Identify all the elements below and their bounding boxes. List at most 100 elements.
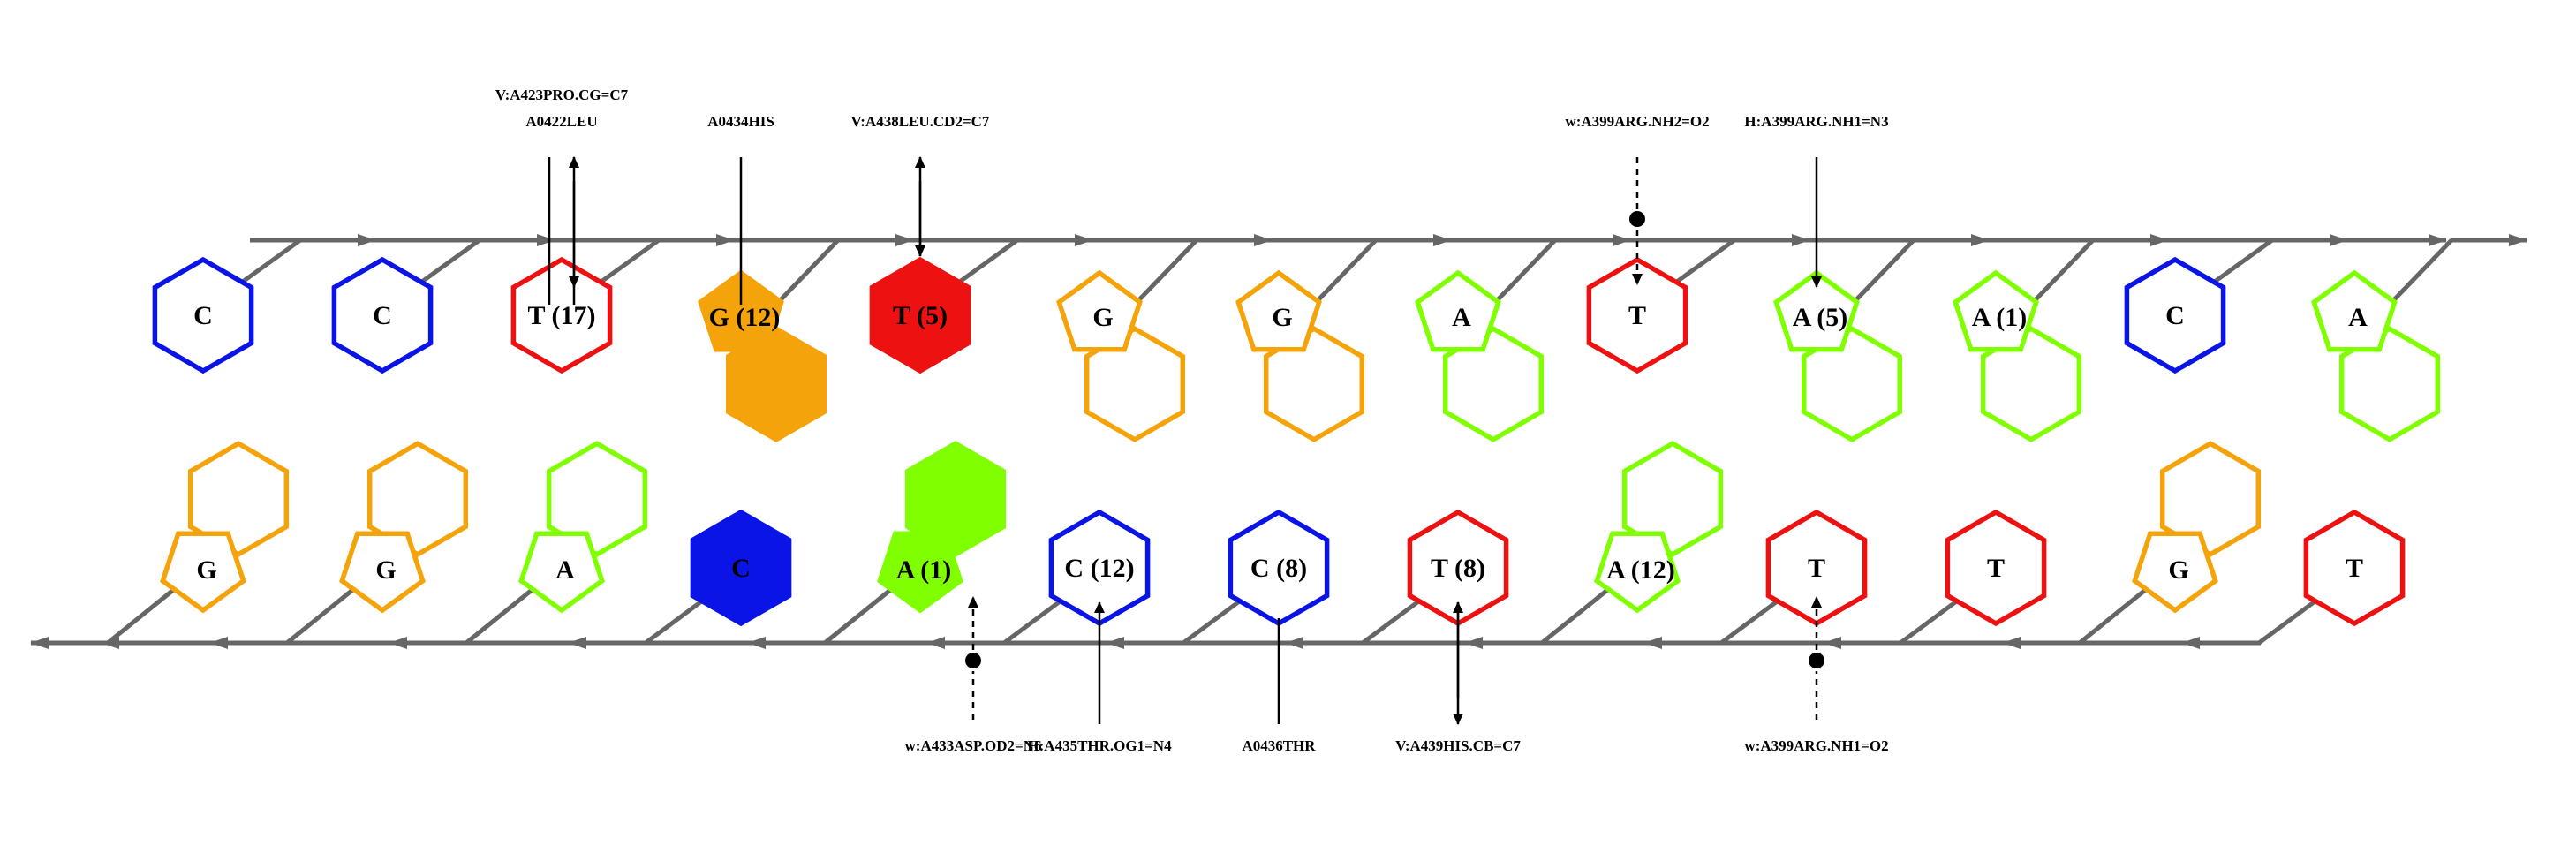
annotation-label: w:A433ASP.OD2=N6 xyxy=(905,737,1042,754)
purine-five-ring xyxy=(339,531,426,614)
top-base-c: C xyxy=(152,256,254,374)
top-sugar-link xyxy=(2210,238,2274,286)
pyrimidine-ring xyxy=(152,256,254,374)
purine-six-ring xyxy=(904,441,1007,557)
bottom-base-t: T xyxy=(2303,509,2406,627)
bottom-base-g: G xyxy=(160,441,290,614)
annotation-bottom-6: A0436THR xyxy=(1242,618,1316,754)
pyrimidine-ring xyxy=(510,256,613,374)
bottom-base-c: C xyxy=(690,509,792,627)
bottom-base-c-12: C (12) xyxy=(1048,509,1151,627)
purine-five-ring xyxy=(1056,269,1143,352)
pyrimidine-ring xyxy=(869,256,971,374)
top-base-t-5: T (5) xyxy=(869,256,971,374)
bottom-sugar-link xyxy=(465,585,537,645)
annotation-label: A0436THR xyxy=(1242,737,1316,754)
top-base-c: C xyxy=(331,256,434,374)
bottom-base-c-8: C (8) xyxy=(1228,509,1330,627)
purine-five-ring xyxy=(518,531,605,614)
bottom-base-label: T xyxy=(2346,554,2363,583)
bottom-sugar-link xyxy=(285,585,358,645)
pyrimidine-ring xyxy=(1586,256,1688,374)
annotation-label: A0434HIS xyxy=(707,113,774,130)
bottom-base-label: T (8) xyxy=(1431,554,1485,583)
bottom-sugar-link xyxy=(1002,597,1064,646)
bottom-base-label: T xyxy=(1808,554,1825,583)
top-base-label: T (17) xyxy=(528,301,596,330)
top-base-label: T xyxy=(1628,301,1646,330)
annotation-label: H:A399ARG.NH1=N3 xyxy=(1744,113,1888,130)
bottom-base-g: G xyxy=(2132,441,2262,614)
purine-five-ring xyxy=(698,269,784,352)
purine-six-ring xyxy=(1263,326,1365,442)
top-base-g-12: G (12) xyxy=(698,269,827,442)
bottom-base-label: C (8) xyxy=(1250,554,1307,583)
top-sugar-link xyxy=(1673,238,1736,286)
purine-six-ring xyxy=(1442,326,1545,442)
annotation-top-3: A0434HIS xyxy=(707,113,774,305)
top-base-label: C xyxy=(193,301,213,330)
backbone-layer xyxy=(30,234,2527,649)
bottom-sugar-link xyxy=(1899,597,1960,646)
bottom-base-a-12: A (12) xyxy=(1594,441,1724,614)
bottom-base-label: G xyxy=(375,555,396,585)
purine-six-ring xyxy=(725,326,827,442)
bottom-base-t: T xyxy=(1945,509,2047,627)
annotation-bottom-7: V:A439HIS.CB=C7 xyxy=(1395,601,1521,754)
bottom-base-g: G xyxy=(339,441,469,614)
top-base-g: G xyxy=(1235,269,1365,442)
purine-six-ring xyxy=(1980,326,2082,442)
bottom-sugar-link xyxy=(823,585,895,645)
bottom-sugar-link xyxy=(1719,597,1781,646)
annotation-label: H:A435THR.OG1=N4 xyxy=(1027,737,1172,754)
pyrimidine-ring xyxy=(2124,256,2226,374)
bottom-base-label: A (12) xyxy=(1606,555,1675,585)
top-base-t-17: T (17) xyxy=(510,256,613,374)
top-base-a-5: A (5) xyxy=(1773,269,1903,442)
pyrimidine-ring xyxy=(1945,509,2047,627)
pyrimidine-ring xyxy=(2303,509,2406,627)
purine-six-ring xyxy=(1801,326,1903,442)
pyrimidine-ring xyxy=(331,256,434,374)
top-base-label: A xyxy=(2348,303,2368,332)
purine-five-ring xyxy=(2132,531,2218,614)
bottom-sugar-link xyxy=(1182,597,1243,646)
purine-six-ring xyxy=(546,441,648,557)
annotation-label: V:A438LEU.CD2=C7 xyxy=(851,113,990,130)
top-base-label: C xyxy=(2165,301,2185,330)
bottom-base-label: A (1) xyxy=(896,555,952,585)
bottom-sugar-link xyxy=(2257,597,2319,646)
bottom-sugar-link xyxy=(2078,585,2150,645)
top-base-label: G (12) xyxy=(709,303,781,332)
bottom-base-a: A xyxy=(518,441,648,614)
purine-five-ring xyxy=(1953,269,2039,352)
annotation-top-8: w:A399ARG.NH2=O2 xyxy=(1565,113,1710,285)
top-base-label: A (5) xyxy=(1793,303,1848,332)
purine-five-ring xyxy=(1594,531,1681,614)
purine-six-ring xyxy=(366,441,469,557)
top-base-a: A xyxy=(2311,269,2441,442)
purine-five-ring xyxy=(1415,269,1501,352)
top-base-g: G xyxy=(1056,269,1186,442)
bottom-base-label: G xyxy=(2168,555,2188,585)
top-base-t: T xyxy=(1586,256,1688,374)
bottom-base-label: T xyxy=(1987,554,2005,583)
annotation-label: A0422LEU xyxy=(525,113,597,130)
purine-five-ring xyxy=(160,531,246,614)
top-sugar-link xyxy=(597,238,661,286)
annotation-bottom-9: w:A399ARG.NH1=O2 xyxy=(1744,596,1889,754)
top-sugar-link xyxy=(238,238,302,286)
top-base-label: G xyxy=(1092,303,1113,332)
bottom-sugar-link xyxy=(1361,597,1423,646)
top-base-label: G xyxy=(1272,303,1292,332)
top-base-label: A (1) xyxy=(1972,303,2028,332)
purine-six-ring xyxy=(2338,326,2441,442)
annotation-label: V:A439HIS.CB=C7 xyxy=(1395,737,1521,754)
pyrimidine-ring xyxy=(690,509,792,627)
top-sugar-link xyxy=(956,238,1019,286)
purine-five-ring xyxy=(1773,269,1860,352)
top-base-label: C xyxy=(373,301,392,330)
